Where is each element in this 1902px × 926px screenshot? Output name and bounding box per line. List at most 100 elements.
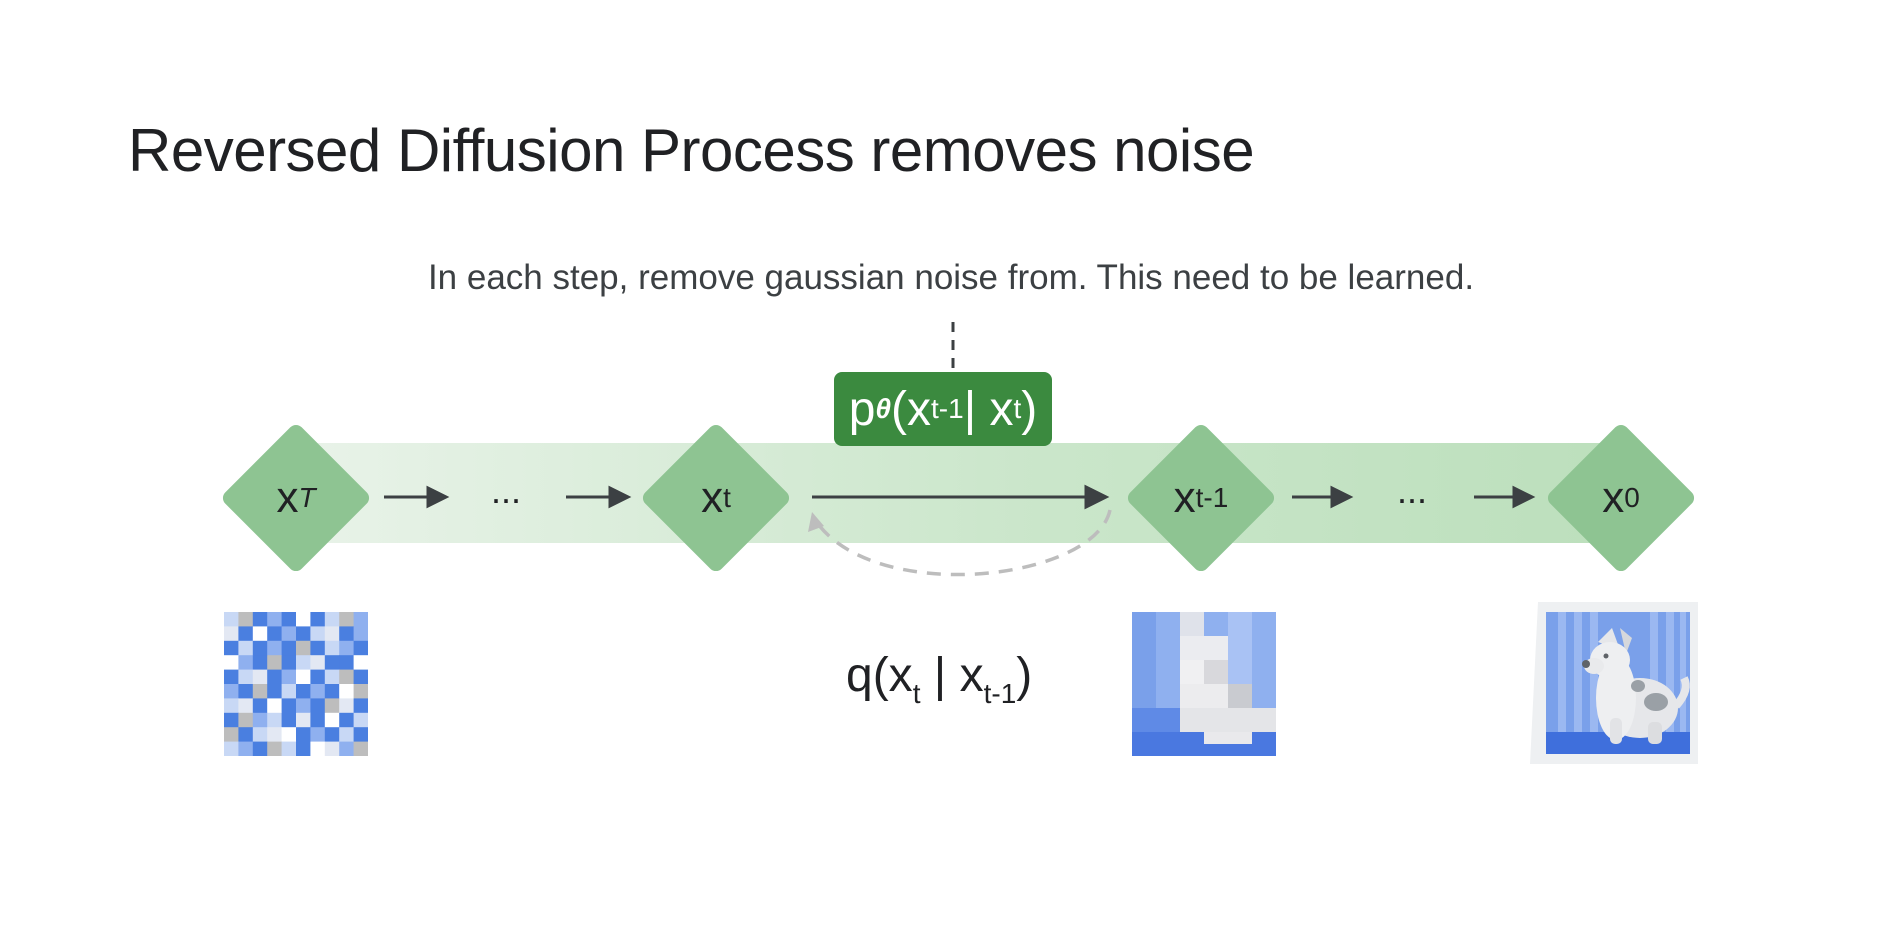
noise-pixel xyxy=(339,712,355,728)
noise-pixel xyxy=(267,741,283,756)
noise-pixel xyxy=(238,626,254,642)
noise-pixel xyxy=(252,612,268,627)
noise-pixel xyxy=(252,655,268,671)
noise-pixel xyxy=(267,640,283,656)
noise-pixel xyxy=(339,640,355,656)
noise-pixel xyxy=(324,655,340,671)
noise-pixel xyxy=(310,655,326,671)
noise-pixel xyxy=(281,655,297,671)
noise-pixel xyxy=(252,640,268,656)
noise-pixel xyxy=(252,684,268,699)
noise-pixel xyxy=(281,684,297,699)
ellipsis-left: ... xyxy=(490,470,521,511)
noise-pixel xyxy=(224,727,239,743)
noise-pixel xyxy=(296,626,311,642)
noise-pixel xyxy=(224,741,239,756)
noise-pixel xyxy=(238,640,254,656)
noise-pixel xyxy=(238,741,254,756)
noise-pixel xyxy=(339,655,355,671)
noise-pixel xyxy=(267,669,283,685)
noise-pixel xyxy=(281,640,297,656)
noise-pixel xyxy=(353,712,368,728)
noise-pixel xyxy=(252,626,268,642)
noise-pixel xyxy=(310,727,326,743)
noise-pixel xyxy=(310,626,326,642)
noise-pixel xyxy=(324,640,340,656)
noise-pixel xyxy=(238,698,254,714)
noise-pixel xyxy=(324,669,340,685)
noise-pixel xyxy=(310,712,326,728)
noise-pixel xyxy=(353,698,368,714)
noise-pixel xyxy=(353,684,368,699)
noise-pixel xyxy=(224,640,239,656)
clean-dog-image xyxy=(1530,602,1698,764)
noise-pixel xyxy=(324,626,340,642)
arrowhead xyxy=(1084,484,1110,510)
noise-pixel xyxy=(238,612,254,627)
noise-pixel xyxy=(353,727,368,743)
ellipsis-right: ... xyxy=(1396,470,1427,511)
noise-pixel xyxy=(267,712,283,728)
noise-pixel xyxy=(324,612,340,627)
arrowhead xyxy=(1330,485,1354,509)
noise-pixel xyxy=(353,669,368,685)
noise-pixel xyxy=(296,741,311,756)
noise-pixel xyxy=(296,640,311,656)
noise-pixel xyxy=(281,712,297,728)
noise-pixel xyxy=(224,684,239,699)
noise-pixel xyxy=(310,684,326,699)
process-band xyxy=(292,443,1614,543)
noise-pixel xyxy=(224,655,239,671)
noise-pixel xyxy=(324,712,340,728)
noise-pixel xyxy=(339,727,355,743)
noise-pixel xyxy=(296,612,311,627)
noise-pixel xyxy=(238,655,254,671)
noise-pixel xyxy=(310,741,326,756)
noise-pixel xyxy=(224,669,239,685)
noise-pixel xyxy=(324,727,340,743)
forward-dashed-curve xyxy=(816,509,1112,577)
noise-pixel xyxy=(296,698,311,714)
noise-pixel xyxy=(310,698,326,714)
noise-pixel xyxy=(353,655,368,671)
noise-pixel xyxy=(252,669,268,685)
noise-pixel xyxy=(296,669,311,685)
noise-pixel xyxy=(224,712,239,728)
noise-pixel xyxy=(324,741,340,756)
noise-pixel xyxy=(353,741,368,756)
noise-pixel xyxy=(238,684,254,699)
forward-process-label: q(xt | xt-1) xyxy=(846,649,1033,709)
noise-pixel xyxy=(339,741,355,756)
partially-denoised-image xyxy=(1132,612,1276,756)
noise-pixel xyxy=(339,669,355,685)
arrowhead xyxy=(426,485,450,509)
noise-pixel xyxy=(281,741,297,756)
noise-pixel xyxy=(267,698,283,714)
noise-pixel xyxy=(310,640,326,656)
noise-pixel xyxy=(238,712,254,728)
noise-pixel xyxy=(353,626,368,642)
arrowhead xyxy=(608,485,632,509)
noise-pixel xyxy=(353,640,368,656)
noise-pixel xyxy=(224,626,239,642)
noise-pixel xyxy=(281,727,297,743)
noise-pixel xyxy=(296,727,311,743)
curve-arrowhead xyxy=(808,512,824,532)
noise-pixel xyxy=(252,741,268,756)
noise-pixel xyxy=(252,712,268,728)
noise-pixel xyxy=(296,684,311,699)
noise-pixel xyxy=(281,669,297,685)
noise-pixel xyxy=(339,626,355,642)
noise-pixel xyxy=(339,684,355,699)
noise-image xyxy=(224,612,368,756)
noise-pixel xyxy=(252,698,268,714)
